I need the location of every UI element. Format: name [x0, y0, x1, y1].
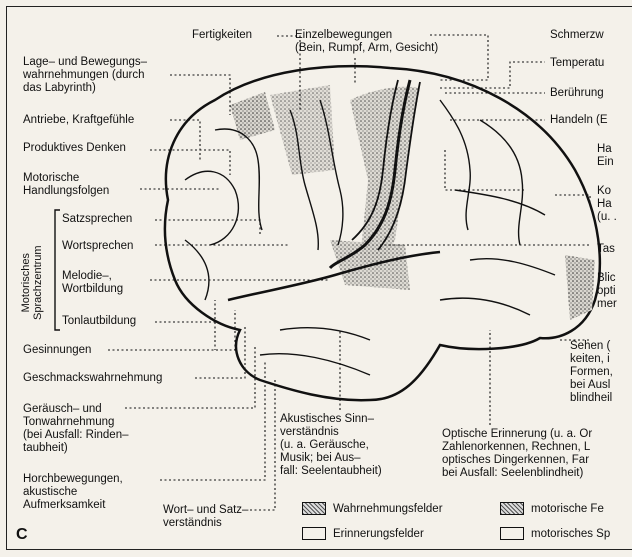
label-tonlaut: Tonlautbildung: [62, 315, 136, 328]
label-geraeusch: Geräusch– und Tonwahrnehmung (bei Ausfal…: [23, 403, 128, 455]
figure-letter: C: [16, 526, 28, 544]
label-sprachzentrum: Motorisches Sprachzentrum: [20, 245, 44, 320]
legend-swatch-motorisch-sp: [500, 527, 524, 540]
label-satzsprechen: Satzsprechen: [62, 213, 132, 226]
legend-swatch-wahrnehmung: [302, 502, 326, 515]
label-ko-ha: Ko Ha (u. .: [597, 185, 617, 224]
label-optisch: Optische Erinnerung (u. a. Or Zahlenorke…: [442, 428, 592, 480]
label-blic: Blic opti mer: [597, 272, 617, 311]
label-wort-satz: Wort– und Satz– verständnis: [163, 504, 248, 530]
label-melodie: Melodie–, Wortbildung: [62, 270, 123, 296]
label-geschmack: Geschmackswahrnehmung: [23, 372, 162, 385]
label-fertigkeiten: Fertigkeiten: [192, 29, 252, 42]
legend-erinnerung: Erinnerungsfelder: [333, 528, 424, 541]
field-einzel: [270, 85, 335, 175]
legend-wahrnehmung: Wahrnehmungsfelder: [333, 503, 443, 516]
label-tas: Tas: [597, 243, 615, 256]
label-gesinnungen: Gesinnungen: [23, 344, 91, 357]
field-occipital: [565, 255, 595, 320]
label-lage: Lage– und Bewegungs– wahrnehmungen (durc…: [23, 56, 147, 95]
label-antriebe: Antriebe, Kraftgefühle: [23, 114, 134, 127]
label-akustisch: Akustisches Sinn– verständnis (u. a. Ger…: [280, 413, 382, 478]
label-schmerz: Schmerzw: [550, 29, 604, 42]
label-einzelbewegungen: Einzelbewegungen (Bein, Rumpf, Arm, Gesi…: [295, 29, 438, 55]
label-wortsprechen: Wortsprechen: [62, 240, 133, 253]
label-produktives: Produktives Denken: [23, 142, 126, 155]
field-lage: [230, 92, 275, 140]
label-temperatur: Temperatu: [550, 57, 604, 70]
label-motorische-hf: Motorische Handlungsfolgen: [23, 172, 109, 198]
legend-motorische-sp: motorisches Sp: [531, 528, 610, 541]
label-beruehrung: Berührung: [550, 87, 604, 100]
legend-motorische-fe: motorische Fe: [531, 503, 604, 516]
label-han-ein: Ha Ein: [597, 143, 614, 169]
label-horch: Horchbewegungen, akustische Aufmerksamke…: [23, 473, 123, 512]
legend-swatch-erinnerung: [302, 527, 326, 540]
label-handeln: Handeln (E: [550, 114, 608, 127]
legend-swatch-motorisch-fe: [500, 502, 524, 515]
label-sehen: Sehen ( keiten, i Formen, bei Ausl blind…: [570, 340, 613, 405]
